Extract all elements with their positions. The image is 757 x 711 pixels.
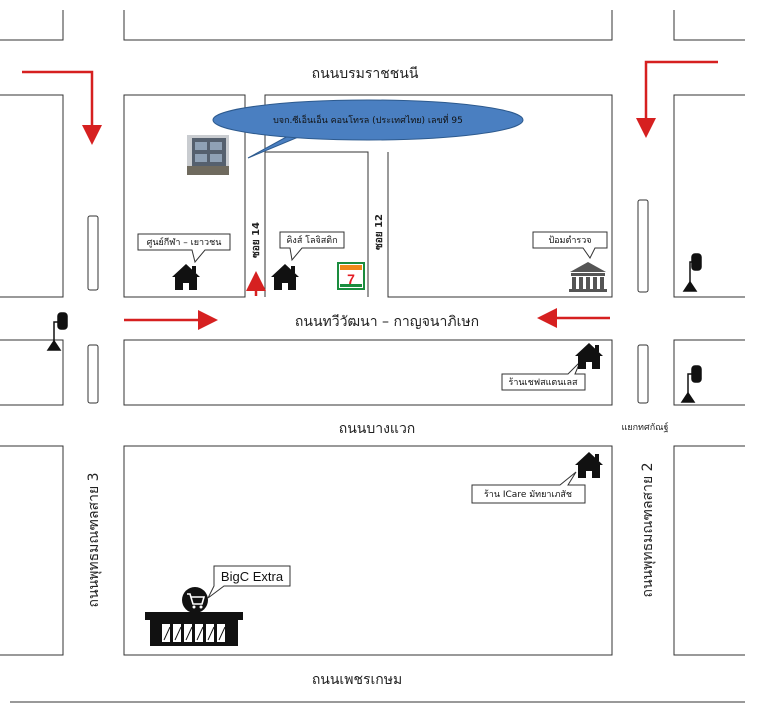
callout-icare: ร้าน ICare มัทยาเภสัช bbox=[471, 471, 586, 504]
house-icon bbox=[575, 452, 603, 478]
road-label-top: ถนนบรมราชชนนี bbox=[312, 66, 419, 82]
block-top-center bbox=[123, 10, 613, 41]
company-callout: บจก.ซีเอ็นเอ็น คอนโทรล (ประเทศไทย) เลขที… bbox=[212, 99, 524, 159]
road-label-right-vertical: ถนนพุทธมณฑลสาย 2 bbox=[640, 462, 656, 597]
callout-kings-logistics: คิงส์ โลจิสติก bbox=[279, 231, 345, 262]
house-icon bbox=[575, 343, 603, 369]
arrow-top-right bbox=[636, 60, 718, 138]
traffic-light-icon bbox=[682, 253, 702, 292]
block-left-middle bbox=[0, 339, 64, 406]
company-ellipse bbox=[212, 99, 524, 141]
kings-logistics-label: คิงส์ โลจิสติก bbox=[286, 234, 337, 246]
block-right-upper bbox=[673, 94, 745, 298]
direction-arrows bbox=[22, 60, 718, 330]
block-center-far-right bbox=[264, 94, 613, 298]
road-label-bottom: ถนนเพชรเกษม bbox=[312, 672, 402, 688]
block-center-middle bbox=[123, 339, 613, 406]
police-label: ป้อมตำรวจ bbox=[548, 235, 591, 246]
block-center-right bbox=[264, 151, 369, 297]
store-icon bbox=[145, 587, 243, 646]
shopping-cart-icon bbox=[182, 587, 208, 613]
traffic-light-icon bbox=[46, 312, 68, 351]
block-right-middle bbox=[673, 339, 745, 406]
company-label: บจก.ซีเอ็นเอ็น คอนโทรล (ประเทศไทย) เลขที… bbox=[273, 113, 463, 126]
block-right-lower bbox=[673, 445, 745, 656]
block-left-upper bbox=[0, 94, 64, 298]
block-top-left bbox=[0, 10, 64, 41]
svg-text:7: 7 bbox=[347, 271, 355, 287]
traffic-light-icon bbox=[680, 365, 702, 403]
road-label-left-vertical: ถนนพุทธมณฑลสาย 3 bbox=[86, 472, 102, 607]
soi-14-label: ซอย 14 bbox=[251, 222, 262, 258]
city-blocks bbox=[0, 10, 745, 703]
block-center-lower bbox=[123, 445, 613, 656]
block-center-left bbox=[123, 94, 246, 298]
callout-police: ป้อมตำรวจ bbox=[532, 231, 608, 259]
median-right-1 bbox=[637, 199, 649, 293]
callout-youth-center: ศูนย์กีฬา – เยาวชน bbox=[137, 233, 231, 264]
bigc-label: BigC Extra bbox=[221, 569, 284, 584]
callout-bigc: BigC Extra bbox=[207, 565, 291, 599]
youth-center-label: ศูนย์กีฬา – เยาวชน bbox=[147, 236, 222, 248]
road-label-lower: ถนนบางแวก bbox=[339, 421, 416, 437]
road-label-middle: ถนนทวีวัฒนา – กาญจนาภิเษก bbox=[295, 314, 479, 330]
seven-eleven-logo: 7 bbox=[337, 262, 365, 290]
median-left-2 bbox=[87, 344, 99, 404]
block-left-lower bbox=[0, 445, 64, 656]
chef-shop-label: ร้านเชฟสแตนเลส bbox=[509, 377, 578, 388]
house-icon bbox=[271, 264, 299, 290]
intersection-label: แยกทศกัณฐ์ bbox=[622, 421, 669, 433]
police-station-icon bbox=[569, 262, 607, 292]
house-icon bbox=[172, 264, 200, 290]
soi-12-label: ซอย 12 bbox=[374, 214, 385, 250]
arrow-top-left bbox=[22, 70, 102, 145]
callout-chef-shop: ร้านเชฟสแตนเลส bbox=[501, 361, 586, 391]
building-photo-icon bbox=[187, 135, 229, 175]
median-left-1 bbox=[87, 215, 99, 291]
icare-label: ร้าน ICare มัทยาเภสัช bbox=[484, 489, 572, 500]
median-right-2 bbox=[637, 344, 649, 404]
block-top-right bbox=[673, 10, 745, 41]
